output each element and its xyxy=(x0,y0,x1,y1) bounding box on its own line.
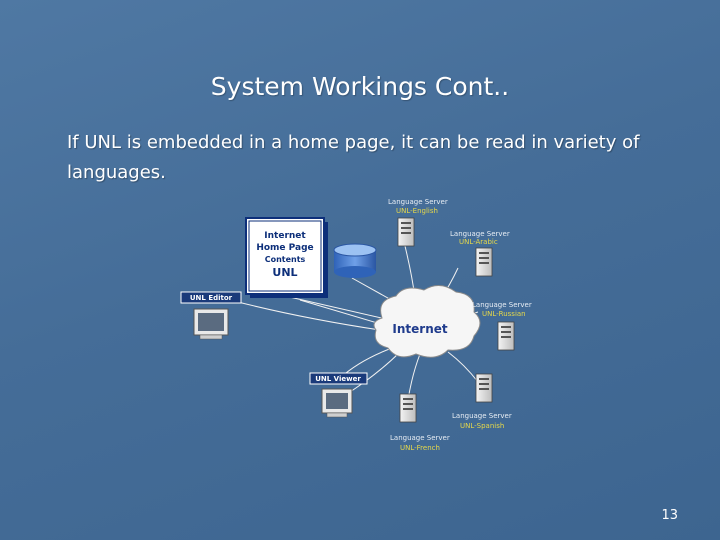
home-page-line1: Internet xyxy=(264,231,306,241)
language-server-french: Language Server UNL-French xyxy=(390,393,450,452)
internet-cloud-icon: Internet xyxy=(373,285,481,358)
server-language: UNL-Russian xyxy=(482,310,526,318)
server-title: Language Server xyxy=(388,198,448,206)
server-language: UNL-Spanish xyxy=(460,422,504,430)
unl-viewer-tag xyxy=(309,372,368,385)
unl-editor-group: UNL Editor xyxy=(180,291,242,340)
slide-number: 13 xyxy=(661,508,678,523)
server-title: Language Server xyxy=(390,434,450,442)
server-tower-icon xyxy=(475,373,493,403)
unl-editor-label: UNL Editor xyxy=(190,294,233,302)
computer-monitor-icon xyxy=(193,308,229,340)
server-title: Language Server xyxy=(472,301,532,309)
unl-editor-tag xyxy=(180,291,242,304)
home-page-contents-box: Internet Home Page Contents UNL xyxy=(245,217,328,298)
language-server-arabic: Language Server UNL-Arabic xyxy=(450,230,510,277)
language-server-spanish: Language Server UNL-Spanish xyxy=(452,373,512,430)
server-language: UNL-French xyxy=(400,444,440,452)
unl-viewer-label: UNL Viewer xyxy=(315,375,361,383)
language-server-russian: Language Server UNL-Russian xyxy=(472,301,532,351)
server-language: UNL-Arabic xyxy=(459,238,498,246)
home-page-line2: Home Page xyxy=(256,243,313,253)
unl-viewer-group: UNL Viewer xyxy=(309,372,368,418)
slide-body-text: If UNL is embedded in a home page, it ca… xyxy=(67,132,640,183)
server-title: Language Server xyxy=(452,412,512,420)
server-tower-icon xyxy=(497,321,515,351)
database-icon xyxy=(333,243,377,278)
language-server-english: Language Server UNL-English xyxy=(388,198,448,247)
internet-label: Internet xyxy=(392,322,447,336)
slide-title: System Workings Cont.. xyxy=(210,72,510,101)
server-tower-icon xyxy=(397,217,415,247)
server-tower-icon xyxy=(475,247,493,277)
server-title: Language Server xyxy=(450,230,510,238)
server-language: UNL-English xyxy=(396,207,438,215)
computer-monitor-icon xyxy=(321,388,353,418)
home-page-line3: Contents xyxy=(265,255,306,264)
home-page-line4: UNL xyxy=(272,266,297,279)
server-tower-icon xyxy=(399,393,417,423)
